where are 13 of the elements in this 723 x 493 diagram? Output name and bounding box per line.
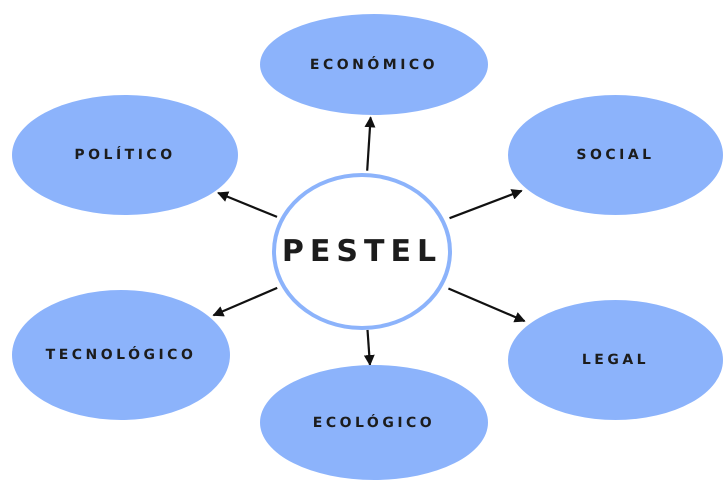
category-label: ECONÓMICO xyxy=(310,56,438,72)
category-label: LEGAL xyxy=(582,352,650,368)
category-label: POLÍTICO xyxy=(74,147,176,163)
category-label: SOCIAL xyxy=(576,147,655,163)
arrow xyxy=(449,189,523,220)
category-label: TECNOLÓGICO xyxy=(46,347,196,363)
title-text: PESTEL xyxy=(282,234,442,269)
arrow xyxy=(217,192,278,218)
arrow xyxy=(364,116,376,171)
arrow xyxy=(212,286,278,316)
arrow xyxy=(448,287,526,322)
arrow xyxy=(364,330,375,366)
category-label: ECOLÓGICO xyxy=(312,414,436,430)
